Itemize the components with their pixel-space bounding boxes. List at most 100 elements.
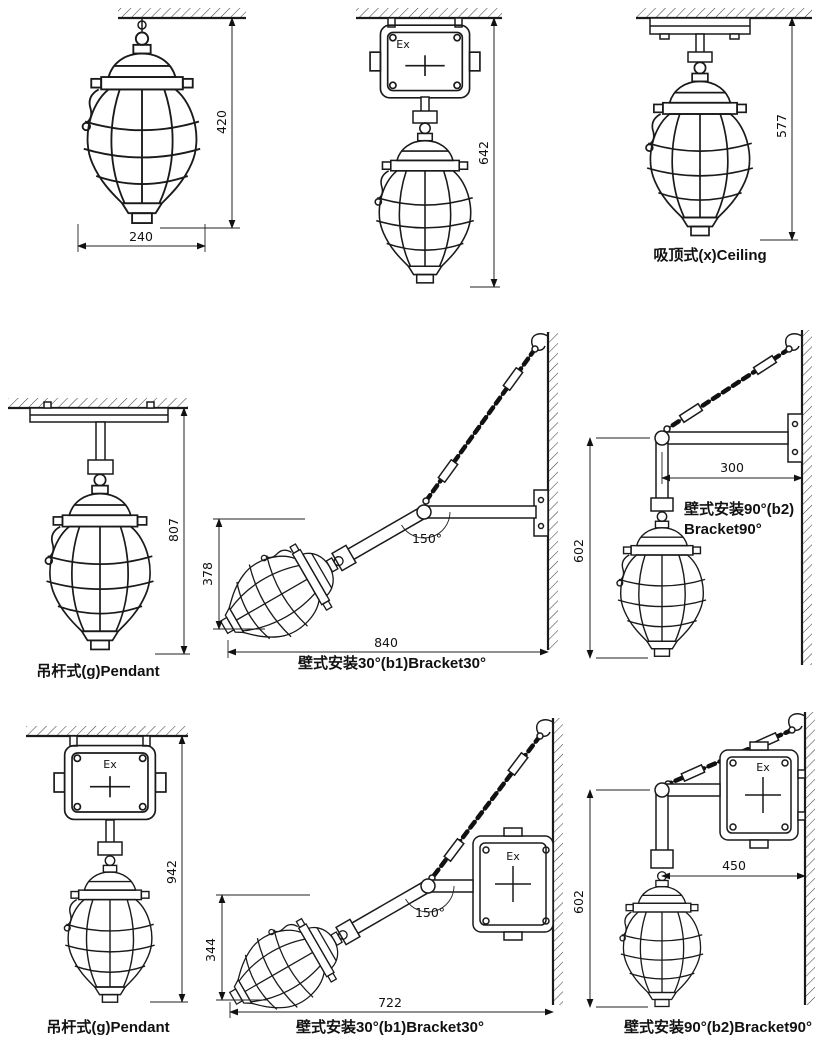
- dim-label-width: 722: [378, 995, 402, 1010]
- bracket-arm-horizontal: [423, 505, 537, 519]
- mount-bolt: [43, 401, 52, 409]
- lamp-illustration: [374, 122, 475, 284]
- turnbuckle: [678, 402, 704, 424]
- angle-arc: [405, 885, 455, 913]
- caption-pendant-box: 吊杆式(g)Pendant: [46, 1018, 169, 1036]
- plate-bolt: [791, 420, 799, 428]
- box-lug: [749, 741, 769, 751]
- ex-marking: Ex: [103, 758, 117, 771]
- box-bolt: [729, 823, 737, 831]
- turnbuckle: [752, 354, 778, 376]
- lamp-illustration: [619, 870, 704, 1008]
- dim-label-width: 450: [722, 858, 746, 873]
- elbow-joint: [654, 430, 670, 446]
- ceiling-hatch: [118, 8, 246, 18]
- elbow-joint: [420, 878, 436, 894]
- caption-bracket90-line2: Bracket90°: [684, 521, 762, 538]
- box-lug: [503, 827, 523, 837]
- lamp-illustration: [81, 31, 202, 225]
- caption-pendant: 吊杆式(g)Pendant: [36, 662, 159, 680]
- ceiling-hatch: [636, 8, 812, 18]
- bracket-arm-vertical: [655, 789, 669, 853]
- caption-bracket30: 壁式安装30°(b1)Bracket30°: [298, 654, 486, 672]
- box-bolt: [729, 759, 737, 767]
- turnbuckle: [437, 458, 459, 484]
- wall-hook-icon: [535, 719, 554, 737]
- chain-link: [788, 726, 796, 734]
- coupling: [335, 918, 361, 946]
- box-bolt: [781, 759, 789, 767]
- mount-bolt: [146, 401, 155, 409]
- drawing-ceiling-mount: 577 吸顶式(x)Ceiling: [636, 8, 812, 264]
- drawing-pendant: 807 吊杆式(g)Pendant: [8, 398, 190, 680]
- wall-hatch: [548, 332, 558, 650]
- ex-marking: Ex: [396, 38, 410, 51]
- mount-bolt: [729, 33, 740, 40]
- stem: [105, 819, 115, 845]
- dim-label-height: 942: [164, 860, 179, 884]
- ex-marking: Ex: [506, 850, 520, 863]
- wall-hatch: [802, 330, 812, 665]
- mount-bolt: [659, 33, 670, 40]
- mount-bolt: [797, 811, 806, 821]
- junction-box: [369, 24, 481, 99]
- junction-box-inner: [726, 756, 792, 834]
- mount-bolt: [142, 735, 151, 747]
- wall-hatch: [805, 712, 815, 1005]
- dim-label-width: 240: [129, 229, 153, 244]
- wall-hatch: [553, 718, 563, 1005]
- wall-hook-icon: [530, 333, 549, 351]
- plate-bolt: [537, 496, 545, 504]
- hanger-ring: [137, 20, 147, 30]
- box-lug: [503, 931, 523, 941]
- angle-arc: [401, 511, 451, 539]
- caption-bracket90-box: 壁式安装90°(b2)Bracket90°: [624, 1018, 812, 1036]
- dim-label-height: 420: [214, 110, 229, 134]
- lamp-illustration: [44, 473, 155, 651]
- pendant-rod: [95, 421, 106, 463]
- box-bolt: [781, 823, 789, 831]
- bracket-arm-horizontal: [661, 431, 789, 445]
- angle-label: 150°: [412, 531, 442, 546]
- coupling: [331, 544, 357, 572]
- stem: [695, 33, 705, 55]
- lamp-illustration: [645, 61, 754, 237]
- chain-link: [422, 497, 430, 505]
- box-bolt: [542, 917, 550, 925]
- elbow-joint: [654, 782, 670, 798]
- mount-bolt: [69, 735, 78, 747]
- dim-label-width: 300: [720, 460, 744, 475]
- box-bolt: [482, 846, 490, 854]
- mount-bolt: [797, 769, 806, 779]
- junction-box-inner: [479, 842, 547, 926]
- chain-link: [531, 345, 539, 353]
- bracket-arm-horizontal: [661, 783, 721, 797]
- ceiling-hatch: [8, 398, 188, 408]
- wall-hook-icon: [784, 333, 803, 351]
- angle-label: 150°: [415, 905, 445, 920]
- coupling: [687, 51, 713, 63]
- elbow-joint: [416, 504, 432, 520]
- lamp-illustration: [202, 521, 365, 665]
- turnbuckle: [680, 763, 706, 783]
- coupling: [650, 849, 674, 869]
- dim-label-height: 602: [571, 539, 586, 563]
- lamp-illustration: [63, 855, 156, 1004]
- ex-marking: Ex: [756, 761, 770, 774]
- coupling: [87, 459, 114, 475]
- turnbuckle: [502, 366, 524, 392]
- chain-link: [536, 732, 544, 740]
- dim-label-height: 642: [476, 141, 491, 165]
- dim-label-height: 807: [166, 518, 181, 542]
- chain-link: [785, 345, 793, 353]
- caption-bracket90-line1: 壁式安装90°(b2): [684, 500, 794, 518]
- caption-ceiling: 吸顶式(x)Ceiling: [653, 246, 766, 264]
- drawing-bracket-90: 300 602 壁式安装90°(b2) Bracket90°: [571, 330, 812, 665]
- dim-label-height: 602: [571, 890, 586, 914]
- box-bolt: [542, 846, 550, 854]
- wall-hook-icon: [787, 713, 806, 731]
- drawing-ceiling-direct: 420 240: [77, 8, 246, 252]
- drawing-pendant-box: Ex 942 吊杆式(g)Pendant: [26, 726, 188, 1036]
- box-lug: [749, 839, 769, 849]
- mount-bolt: [454, 17, 463, 28]
